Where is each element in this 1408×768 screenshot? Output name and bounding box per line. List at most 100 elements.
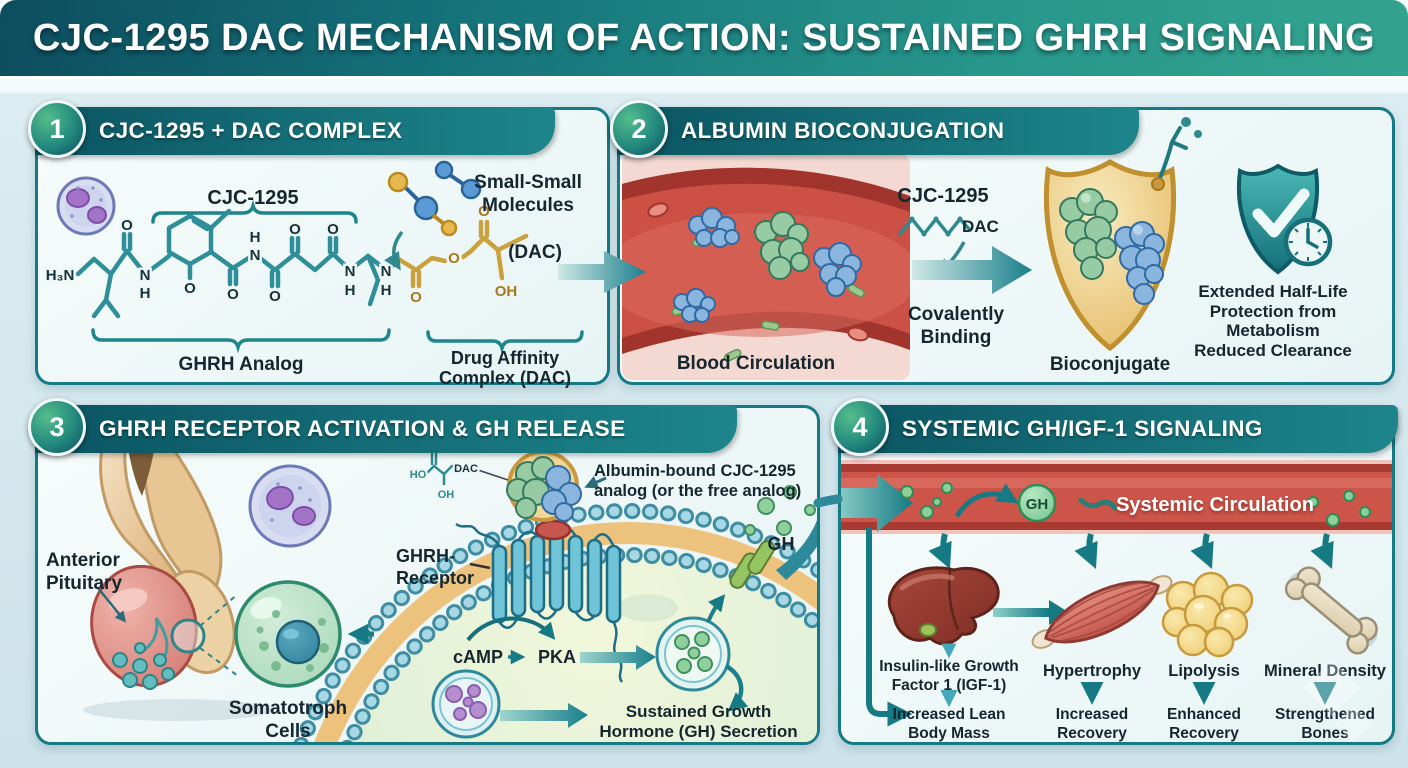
ghrh-analog-brace [91,328,391,354]
clock-icon [1283,217,1333,267]
pka-label: PKA [537,647,576,667]
gh-dots [744,485,816,536]
bypass-arrow [866,528,913,727]
panel1-artwork: H₃N O N H O O H N O O O N H N H O O O OH [43,160,584,355]
muscle-icon [1031,575,1173,649]
panel1-header: CJC-1295 + DAC COMPLEX [35,107,555,155]
vesicle-secretion-arrow [724,664,749,712]
liver-muscle-arrow [993,600,1069,625]
hypertrophy-label: Hypertrophy [1042,662,1142,680]
squiggle-icon [1078,497,1118,511]
vesicle-membrane-arrow [706,594,726,623]
binding-arrow [912,246,1032,294]
panel1-number-badge: 1 [28,100,86,158]
oh-label: OH [438,489,455,501]
camp-label: cAMP [452,647,503,667]
bone-icon [1284,566,1378,655]
albumin-bound-ligand [506,450,582,522]
cjc-label: CJC-1295 [207,187,299,209]
peptide-blob-green [754,211,810,280]
checkmark-icon [1252,188,1310,238]
hormone-dots [112,642,175,690]
pka-vesicle-arrow [580,645,656,670]
blood-circulation-label: Blood Circulation [676,353,836,374]
ghrh-analog-label: GHRH Analog [178,354,304,375]
enhanced-recovery-label: Enhanced Recovery [1166,706,1242,742]
nitrogen-label: N [345,263,356,280]
sustained-gh-label: Sustained Growth Hormone (GH) Secretion [599,702,798,742]
lean-mass-label: Increased Lean Body Mass [892,706,1006,742]
pointer-arrow [584,475,607,489]
gh-vesicle [655,616,731,692]
liver-icon [887,566,1000,646]
gh-dots-right [1307,490,1371,527]
blood-vessel [622,154,910,380]
zoom-circle [170,593,239,677]
panel2-number-badge: 2 [610,100,668,158]
oxygen-label: O [227,286,239,303]
cjc-dac-molecule-icon [898,216,972,237]
dots-to-gh-arrow [954,483,1019,518]
albumin-blob-blue-2 [813,242,862,297]
vessel-liver-arrow [928,533,952,569]
anterior-pituitary-label: Anterior Pituitary [46,550,123,594]
panel3-title: GHRH RECEPTOR ACTIVATION & GH RELEASE [99,416,626,441]
pointer-dash [469,562,491,570]
gh-channel [729,540,776,589]
amine-label: H₃N [46,267,75,284]
dac-complex-label: Drug Affinity Complex (DAC) [438,348,571,388]
hydrogen-label: H [381,282,392,299]
ghrh-analog-structure [75,208,403,319]
hydrogen-label: H [250,229,261,246]
oxygen-label: O [184,280,196,297]
somatotroph-cells-label: Somatotroph Cells [228,698,348,742]
dac-paren-label: (DAC) [508,242,562,263]
albumin-blob-blue [688,207,740,248]
ghrh-receptor-label: GHRH- Receptor [396,546,475,588]
gh-badge [1017,483,1057,523]
dac-structure [397,219,529,289]
hydrogen-label: H [345,282,356,299]
panel2-artwork [622,117,1333,380]
nitrogen-label: N [250,247,261,264]
dac-label: DAC [962,217,999,236]
panel-systemic-signaling: 4 SYSTEMIC GH/IGF-1 SIGNALING [831,398,1398,745]
panel2-title: ALBUMIN BIOCONJUGATION [681,118,1005,143]
increased-recovery-label: Increased Recovery [1055,706,1129,742]
panel4-number-badge: 4 [831,398,889,456]
panel-receptor-activation: 3 GHRH RECEPTOR ACTIVATION & GH RELEASE [28,398,820,745]
half-life-benefits-label: Extended Half-Life Protection from Metab… [1194,282,1352,360]
pituitary-pointer [97,587,127,623]
albumin-bound-label: Albumin-bound CJC-1295 analog (or the fr… [594,462,802,500]
strengthened-bones-label: Strengthened Bones [1275,706,1375,742]
curved-arrow [384,230,404,271]
bioconjugate-shield [1043,117,1202,352]
mineral-density-label: Mineral Density [1264,662,1386,680]
systemic-circulation-label: Systemic Circulation [1116,494,1314,516]
panel-albumin-bioconjugation: 2 ALBUMIN BIOCONJUGATION [610,100,1395,385]
small-molecules-label: Small-Small Molecules [474,172,582,216]
bioconjugate-label: Bioconjugate [1049,354,1171,375]
hydrogen-label: H [140,285,151,302]
igf1-label: Insulin-like Growth Factor 1 (IGF-1) [879,658,1019,694]
panel-cjc-dac-complex: 1 CJC-1295 + DAC COMPLEX [28,100,610,388]
panel3-header: GHRH RECEPTOR ACTIVATION & GH RELEASE [35,405,737,453]
ho-label: HO [410,469,427,481]
oxygen-label: O [289,221,301,238]
nitrogen-label: N [381,263,392,280]
mini-dac-structure [424,450,509,486]
vessel-muscle-arrow [1074,533,1098,569]
panel4-title: SYSTEMIC GH/IGF-1 SIGNALING [902,416,1263,441]
panel3-panel4-connector [813,494,843,508]
panel2-header: ALBUMIN BIOCONJUGATION [617,107,1139,155]
ester-oxygen-label: O [448,250,460,267]
gh-label: GH [767,534,795,554]
exit-swoosh [776,519,817,580]
page-title: CJC-1295 DAC MECHANISM OF ACTION: SUSTAI… [32,16,1376,59]
gh-entry-arrow [841,474,913,532]
dac-label: DAC [454,463,478,475]
albumin-blob-blue-3 [673,288,716,323]
cell-icon [248,464,332,548]
dac-brace [426,330,584,355]
